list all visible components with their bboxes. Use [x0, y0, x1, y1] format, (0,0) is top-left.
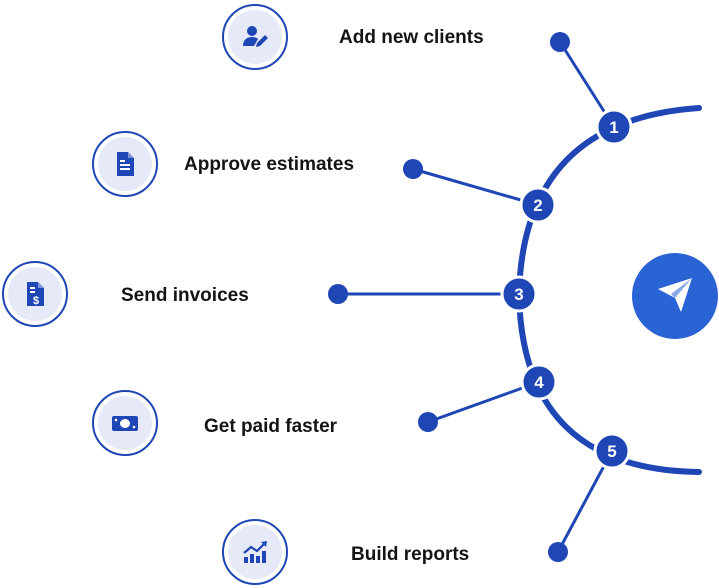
step-badge-2: [519, 186, 557, 224]
svg-text:$: $: [33, 295, 39, 307]
document-icon: [117, 152, 134, 176]
endpoint-dot-3: [328, 284, 348, 304]
step-number-1: 1: [609, 118, 618, 137]
step-number-4: 4: [534, 373, 544, 392]
step-number-2: 2: [533, 196, 542, 215]
step-label-2: Approve estimates: [184, 154, 355, 175]
brand-logo: [632, 253, 718, 339]
step-number-3: 3: [514, 285, 523, 304]
step-label-3: Send invoices: [121, 285, 249, 306]
paper-plane-icon: [658, 278, 692, 312]
step-badge-5: [593, 432, 631, 470]
endpoint-dot-5: [548, 542, 568, 562]
step-badge-1: [595, 108, 633, 146]
connector-line-5: [556, 450, 614, 553]
step-label-4: Get paid faster: [204, 416, 338, 437]
step-icon-approve-estimates: [92, 131, 158, 197]
invoice-icon: $: [27, 282, 44, 307]
add-user-icon: [243, 26, 268, 47]
connector-line-4: [427, 380, 540, 424]
cash-icon: [112, 416, 138, 431]
step-icon-get-paid: [92, 390, 158, 456]
step-badge-3: [500, 275, 538, 313]
connector-line-2: [412, 167, 539, 207]
step-icon-add-clients: [222, 4, 288, 70]
step-label-1: Add new clients: [339, 27, 484, 48]
step-badge-4: [520, 363, 558, 401]
endpoint-dot-2: [403, 159, 423, 179]
step-number-5: 5: [607, 442, 616, 461]
endpoint-dot-1: [550, 32, 570, 52]
step-icon-build-reports: [222, 519, 288, 585]
step-label-5: Build reports: [351, 544, 470, 565]
step-icon-send-invoices: $: [2, 261, 68, 327]
endpoint-dot-4: [418, 412, 438, 432]
chart-icon: [243, 541, 267, 563]
